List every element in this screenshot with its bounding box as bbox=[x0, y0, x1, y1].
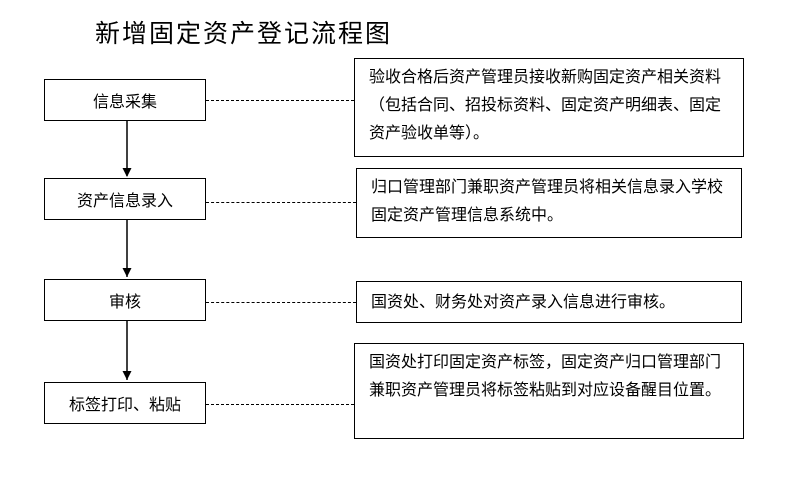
description-box-review: 国资处、财务处对资产录入信息进行审核。 bbox=[356, 281, 742, 323]
step-box-review: 审核 bbox=[44, 279, 206, 321]
arrow-1 bbox=[122, 121, 132, 177]
arrow-2 bbox=[122, 220, 132, 277]
dashed-connector-2 bbox=[206, 202, 356, 203]
step-box-asset-entry: 资产信息录入 bbox=[44, 178, 206, 220]
diagram-title: 新增固定资产登记流程图 bbox=[95, 19, 393, 48]
arrow-3 bbox=[122, 321, 132, 380]
description-box-info-collection: 验收合格后资产管理员接收新购固定资产相关资料（包括合同、招投标资料、固定资产明细… bbox=[354, 58, 744, 157]
step-box-label-printing: 标签打印、粘贴 bbox=[44, 382, 206, 424]
dashed-connector-4 bbox=[206, 404, 354, 405]
dashed-connector-1 bbox=[206, 100, 354, 101]
description-box-label-printing: 国资处打印固定资产标签，固定资产归口管理部门兼职资产管理员将标签粘贴到对应设备醒… bbox=[354, 343, 744, 439]
step-box-info-collection: 信息采集 bbox=[44, 79, 206, 121]
description-box-asset-entry: 归口管理部门兼职资产管理员将相关信息录入学校固定资产管理信息系统中。 bbox=[356, 168, 742, 238]
dashed-connector-3 bbox=[206, 302, 356, 303]
